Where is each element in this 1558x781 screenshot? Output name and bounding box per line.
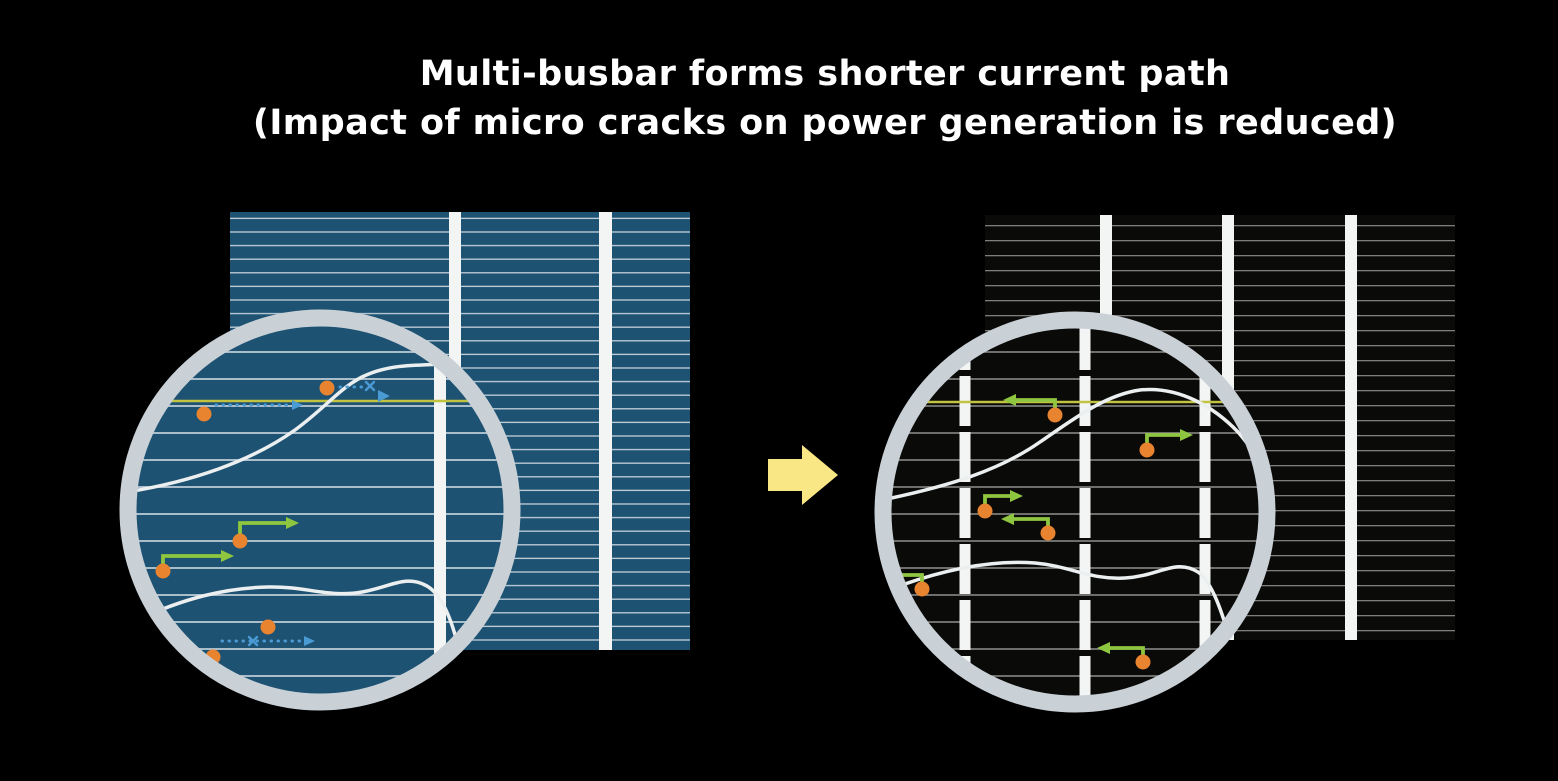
left-magnifier [119, 309, 521, 711]
electron-dot [196, 406, 212, 422]
electron-dot [1135, 654, 1151, 670]
busbar [599, 212, 612, 650]
micro-crack [900, 560, 1232, 642]
arrowhead-icon [1003, 394, 1016, 406]
arrowhead-icon [378, 390, 390, 402]
right-magnifier-view [883, 320, 1267, 704]
diagram-title: Multi-busbar forms shorter current path … [90, 50, 1558, 148]
arrowhead-icon [1097, 642, 1110, 654]
electron-dot [1139, 442, 1155, 458]
right-magnifier [874, 311, 1276, 713]
arrowhead-icon [221, 550, 234, 562]
current-path-long [214, 400, 303, 410]
magnified-finger-grid [128, 318, 512, 702]
electron-dot [260, 619, 276, 635]
electron-dot [1047, 407, 1063, 423]
electron-dot [155, 563, 171, 579]
arrowhead-icon [304, 636, 315, 646]
micro-crack [135, 579, 459, 644]
electron-dot [232, 533, 248, 549]
current-path-long [220, 635, 315, 647]
electron-dot [914, 581, 930, 597]
arrowhead-icon [1180, 429, 1193, 441]
busbar [434, 318, 446, 702]
blocked-x-icon [364, 380, 376, 392]
arrowhead-icon [1001, 513, 1014, 525]
current-path-long [338, 380, 390, 402]
arrowhead-icon [292, 400, 303, 410]
blocked-x-icon [247, 635, 259, 647]
arrowhead-icon [286, 517, 299, 529]
left-magnifier-view [128, 318, 512, 702]
magnifier-ring [874, 311, 1276, 713]
magnifier-ring [119, 309, 521, 711]
electron-dot [977, 503, 993, 519]
busbar [1345, 215, 1357, 640]
title-line-2: (Impact of micro cracks on power generat… [252, 103, 1398, 143]
transition-arrow-icon [768, 445, 838, 505]
electron-dot [319, 380, 335, 396]
micro-crack [883, 387, 1265, 502]
title-line-1: Multi-busbar forms shorter current path [419, 54, 1231, 94]
arrowhead-icon [1010, 490, 1023, 502]
micro-crack [128, 362, 442, 494]
electron-dot [1040, 525, 1056, 541]
